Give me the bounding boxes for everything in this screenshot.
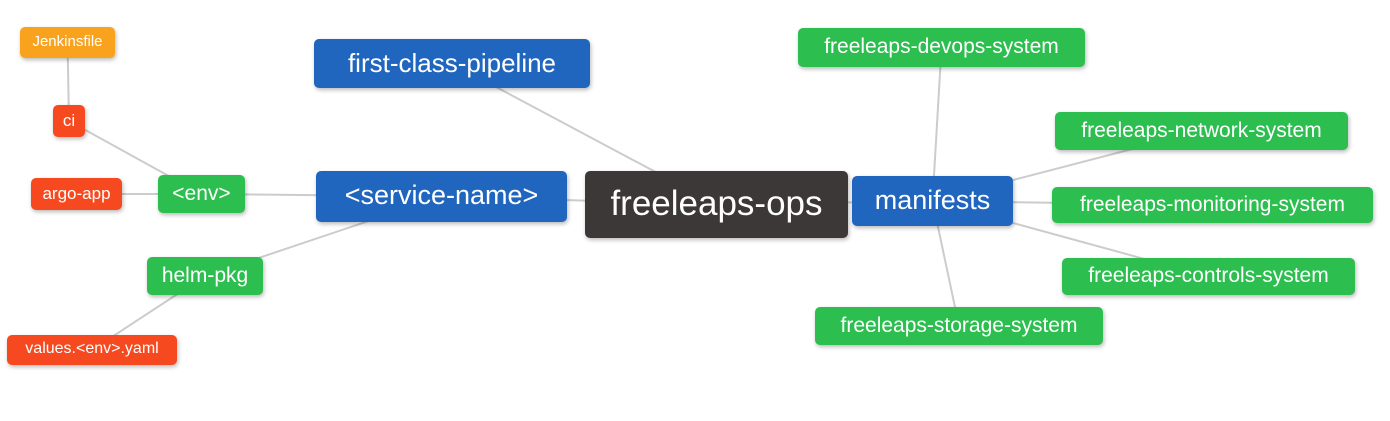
node-monitoring-system[interactable]: freeleaps-monitoring-system: [1052, 187, 1373, 223]
node-ci[interactable]: ci: [53, 105, 85, 137]
node-argo-app[interactable]: argo-app: [31, 178, 122, 210]
node-storage-system[interactable]: freeleaps-storage-system: [815, 307, 1103, 345]
node-values-env-yaml[interactable]: values.<env>.yaml: [7, 335, 177, 365]
node-service-name[interactable]: <service-name>: [316, 171, 567, 222]
edge-manifests-to-devops-system: [931, 47, 943, 202]
node-network-system[interactable]: freeleaps-network-system: [1055, 112, 1348, 150]
node-devops-system[interactable]: freeleaps-devops-system: [798, 28, 1085, 67]
node-freeleaps-ops[interactable]: freeleaps-ops: [585, 171, 848, 238]
node-manifests[interactable]: manifests: [852, 176, 1013, 226]
node-controls-system[interactable]: freeleaps-controls-system: [1062, 258, 1355, 295]
node-first-class-pipeline[interactable]: first-class-pipeline: [314, 39, 590, 88]
node-jenkinsfile[interactable]: Jenkinsfile: [20, 27, 115, 58]
node-helm-pkg[interactable]: helm-pkg: [147, 257, 263, 295]
node-env[interactable]: <env>: [158, 175, 245, 213]
